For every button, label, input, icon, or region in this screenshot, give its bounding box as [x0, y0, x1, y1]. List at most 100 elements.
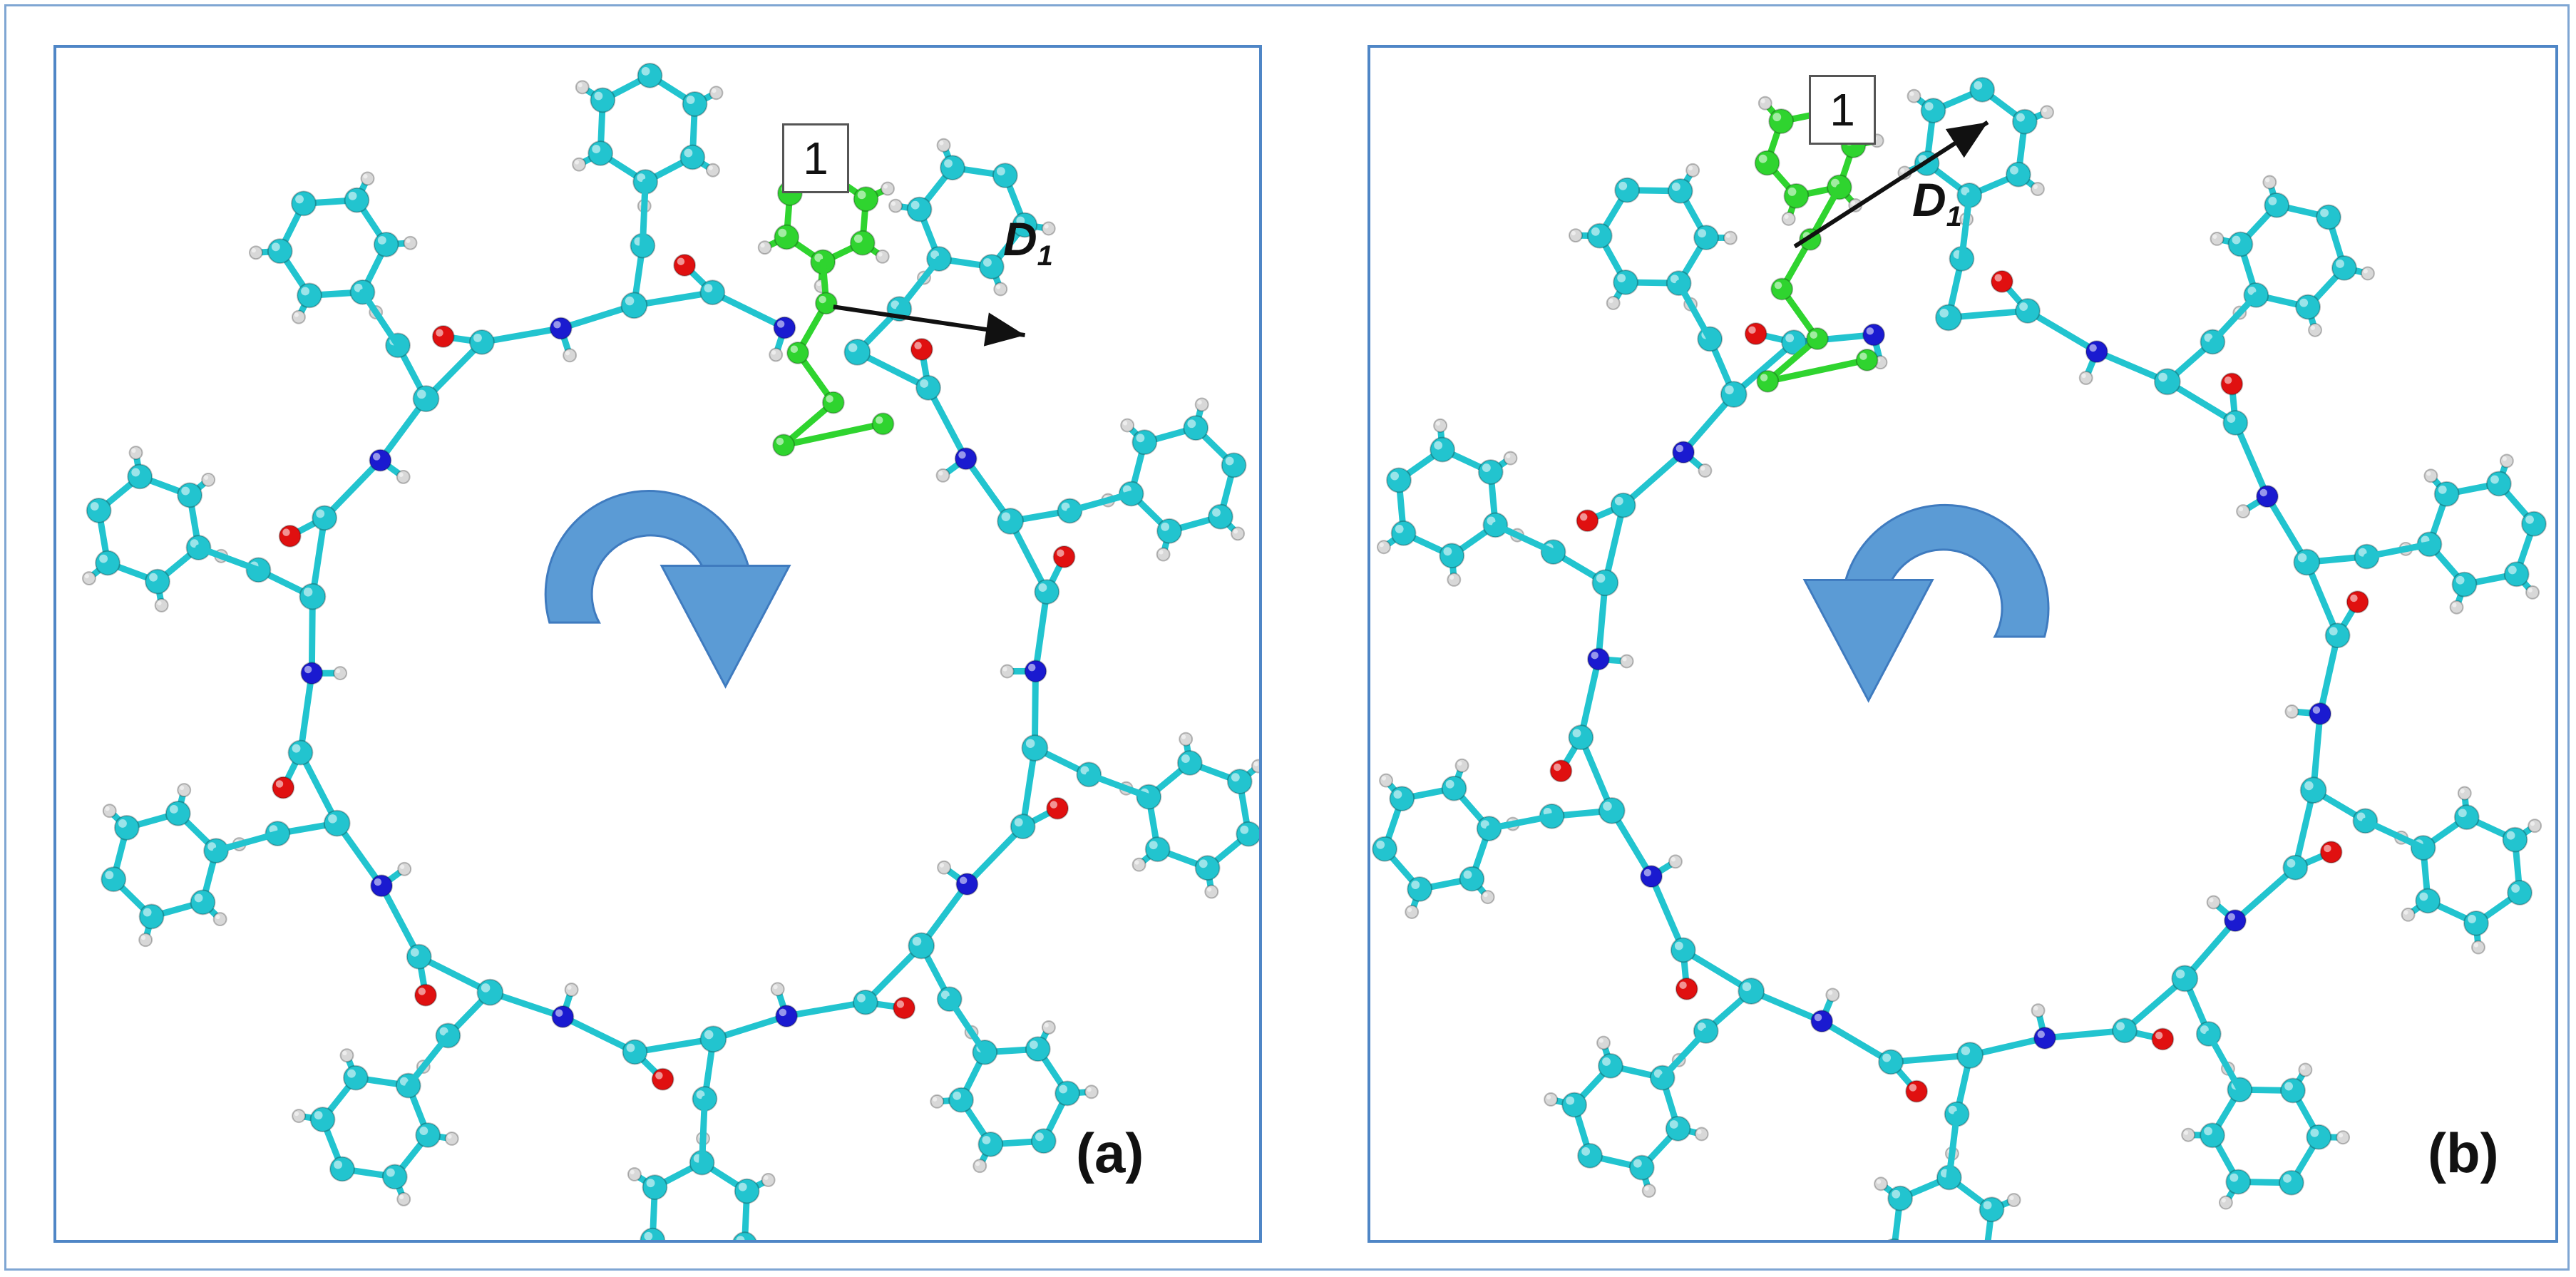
- atom-highlight: [686, 96, 695, 104]
- hydrogen-atom: [2210, 231, 2225, 246]
- atom-highlight: [1546, 1094, 1551, 1099]
- atom-highlight: [1882, 1053, 1892, 1062]
- carbon-atom: [1586, 222, 1613, 249]
- hydrogen-atom: [1907, 88, 1921, 103]
- carbon-atom: [1667, 178, 1693, 204]
- bond: [2292, 786, 2317, 871]
- hydrogen-atom: [627, 1167, 642, 1181]
- hydrogen-atom: [339, 1048, 354, 1063]
- hydrogen-atom: [1251, 759, 1259, 774]
- carbon-atom: [849, 230, 876, 256]
- atom-highlight: [1608, 298, 1613, 303]
- carbon-atom: [297, 282, 322, 309]
- atom-highlight: [677, 257, 685, 265]
- atom-highlight: [883, 184, 888, 189]
- atom-highlight: [419, 1127, 429, 1135]
- bond: [1492, 521, 1557, 555]
- hydrogen-atom: [2401, 907, 2416, 922]
- atom-highlight: [131, 448, 136, 453]
- atom-highlight: [1443, 547, 1452, 556]
- atom-highlight: [553, 321, 561, 329]
- carbon-atom: [640, 1227, 666, 1240]
- hydrogen-atom: [2030, 182, 2045, 196]
- carbon-atom: [1568, 724, 1594, 751]
- bond: [2041, 1027, 2128, 1042]
- nitrogen-atom: [955, 873, 979, 896]
- molecule-label-box: 1: [782, 123, 849, 193]
- bond: [2209, 292, 2259, 345]
- atom-highlight: [1939, 308, 1949, 318]
- carbon-atom: [734, 1178, 760, 1204]
- carbon-atom: [587, 140, 614, 166]
- hydrogen-atom: [1874, 1176, 1889, 1191]
- bond: [639, 178, 649, 250]
- dipole-arrow-head: [1945, 122, 1988, 158]
- carbon-atom: [95, 550, 120, 576]
- atom-highlight: [1136, 434, 1145, 443]
- carbon-atom: [1738, 978, 1765, 1005]
- atom-highlight: [982, 1136, 991, 1144]
- atom-highlight: [374, 878, 382, 886]
- atom-highlight: [294, 312, 299, 317]
- atom-highlight: [1253, 761, 1258, 766]
- carbon-atom: [267, 238, 293, 265]
- hydrogen-atom: [1757, 96, 1772, 111]
- hydrogen-atom: [138, 933, 153, 948]
- carbon-atom: [1407, 876, 1433, 902]
- atom-highlight: [131, 468, 140, 477]
- hydrogen-atom: [1480, 890, 1495, 905]
- bond: [963, 823, 1027, 888]
- bond: [378, 882, 423, 960]
- bond: [2316, 632, 2341, 717]
- hydrogen-atom: [572, 157, 587, 172]
- dipole-label: D1: [1912, 173, 1962, 233]
- bond: [783, 999, 869, 1020]
- atom-highlight: [2265, 178, 2270, 183]
- hydrogen-atom: [1000, 664, 1015, 679]
- bond: [1764, 357, 1871, 385]
- guest-carbon-atom: [1806, 327, 1829, 350]
- carbon-atom: [312, 505, 338, 531]
- atom-highlight: [1572, 729, 1581, 738]
- atom-highlight: [2312, 706, 2321, 714]
- hydrogen-atom: [1619, 654, 1634, 669]
- hydrogen-atom: [2262, 175, 2277, 190]
- atom-highlight: [292, 744, 301, 753]
- bond: [486, 989, 566, 1020]
- guest-carbon-atom: [871, 412, 895, 436]
- atom-highlight: [1025, 739, 1035, 748]
- atom-highlight: [2081, 373, 2086, 379]
- atom-highlight: [684, 148, 693, 158]
- atom-highlight: [271, 242, 280, 252]
- atom-highlight: [1233, 529, 1238, 534]
- carbon-atom: [1208, 503, 1233, 530]
- hydrogen-atom: [936, 138, 951, 153]
- carbon-atom: [1887, 1238, 1900, 1240]
- atom-highlight: [1395, 524, 1404, 533]
- atom-highlight: [1758, 154, 1767, 163]
- atom-highlight: [2221, 1198, 2226, 1203]
- hydrogen-atom: [128, 446, 143, 460]
- atom-highlight: [1001, 512, 1011, 521]
- atom-highlight: [2033, 1005, 2038, 1011]
- carbon-atom: [1010, 814, 1036, 840]
- atom-highlight: [473, 334, 482, 342]
- hydrogen-atom: [757, 240, 772, 255]
- atom-highlight: [2116, 1022, 2125, 1031]
- bond: [1608, 807, 1655, 880]
- carbon-atom: [637, 62, 663, 88]
- nitrogen-atom: [1810, 1010, 1834, 1033]
- bond: [376, 395, 430, 464]
- guest-carbon-atom: [1756, 369, 1780, 393]
- atom-highlight: [1784, 214, 1789, 219]
- carbon-atom: [2485, 471, 2512, 497]
- atom-highlight: [2528, 588, 2533, 593]
- hydrogen-atom: [1132, 857, 1146, 872]
- atom-highlight: [169, 805, 178, 814]
- atom-highlight: [1924, 102, 1934, 111]
- carbon-atom: [682, 91, 708, 117]
- bond: [925, 384, 970, 462]
- atom-highlight: [251, 248, 256, 253]
- atom-highlight: [1603, 801, 1612, 811]
- atom-highlight: [914, 342, 922, 349]
